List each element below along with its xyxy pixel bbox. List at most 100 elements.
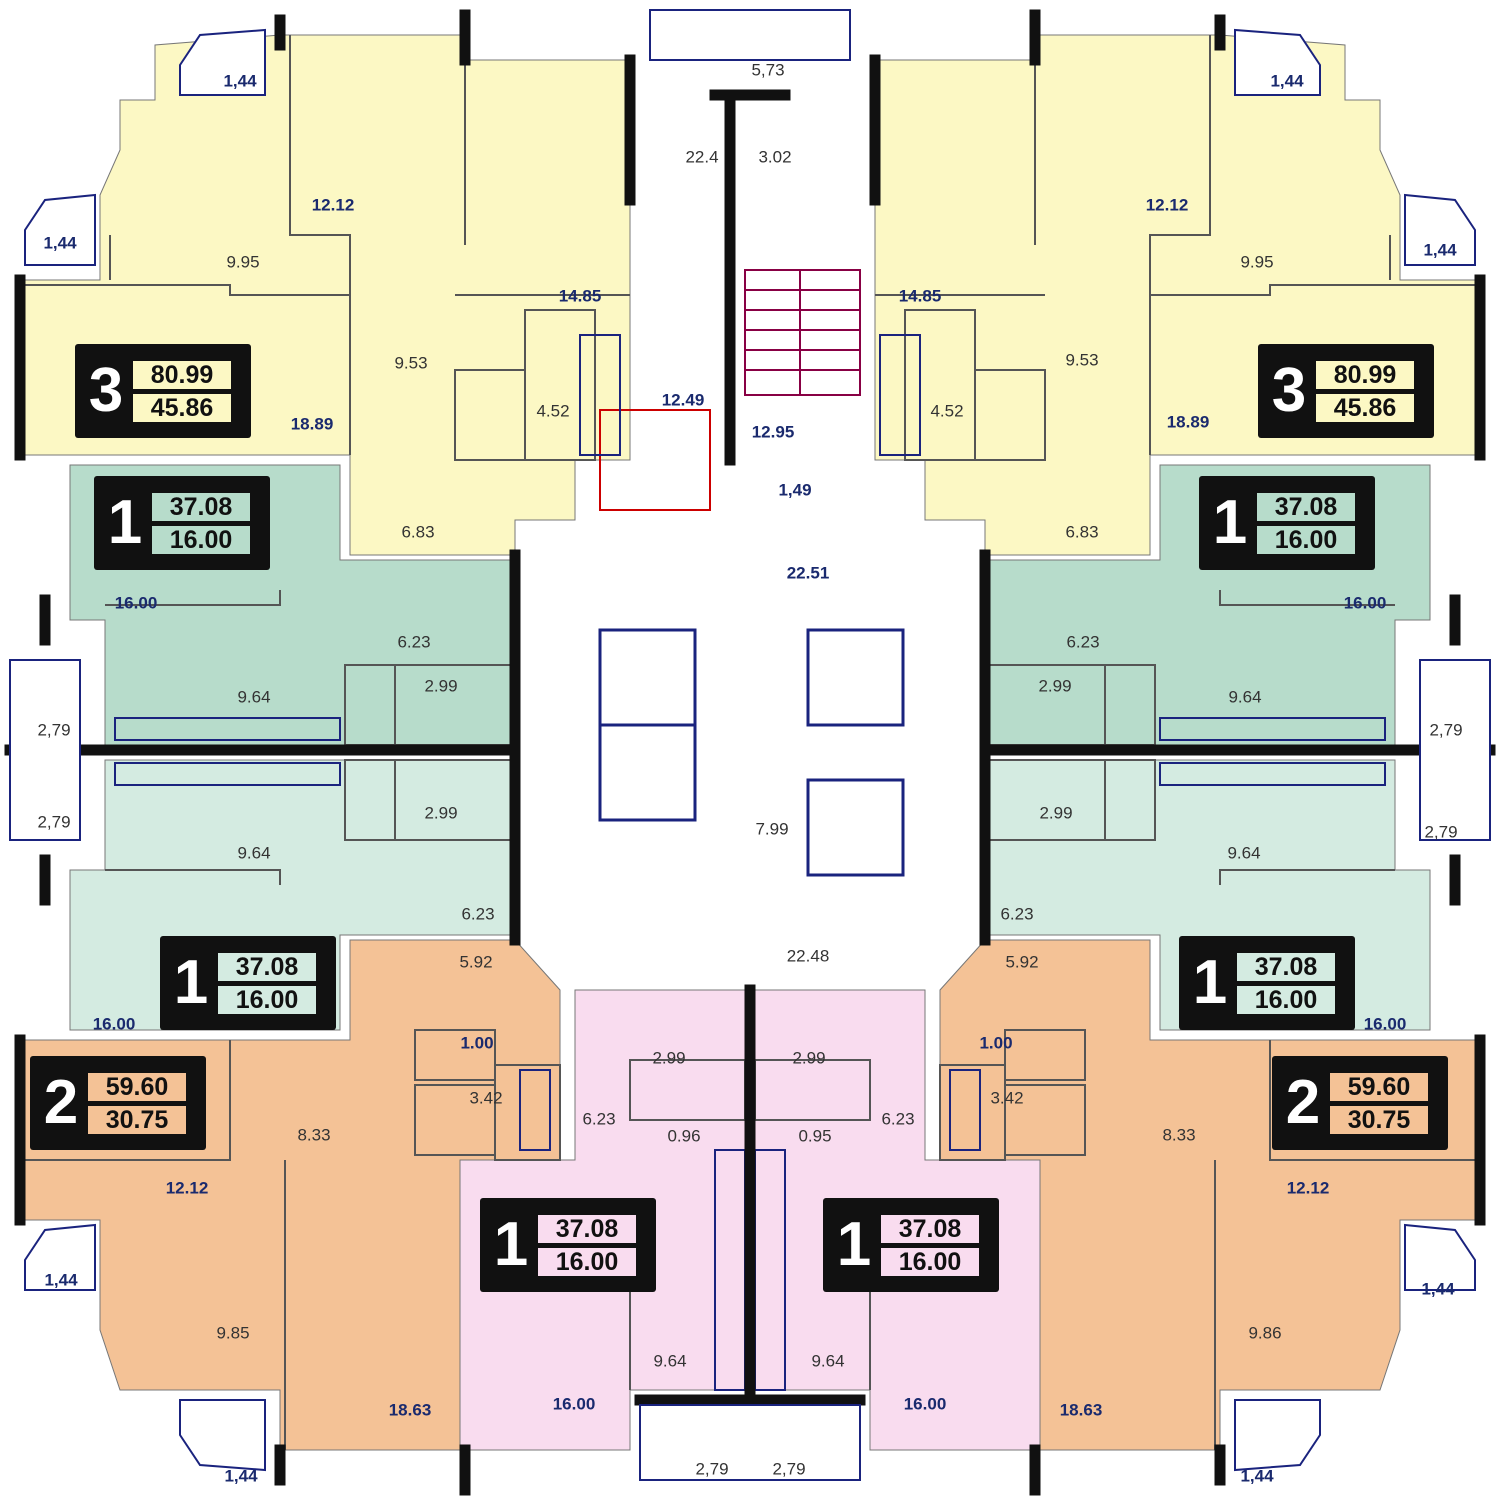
- room-label: 22.51: [786, 563, 830, 583]
- room-label: 12.12: [1286, 1178, 1330, 1198]
- room-label: 1,44: [1421, 1279, 1455, 1299]
- total-area: 80.99: [1316, 360, 1414, 389]
- room-label: 2.99: [652, 1048, 686, 1068]
- apartment-badge: 2 59.60 30.75: [30, 1056, 206, 1150]
- room-label: 2.99: [424, 803, 458, 823]
- total-area: 37.08: [538, 1214, 636, 1243]
- room-label: 1,44: [223, 71, 257, 91]
- room-label: 6.23: [397, 632, 431, 652]
- room-label: 8.33: [297, 1125, 331, 1145]
- room-label: 9.53: [1065, 350, 1099, 370]
- room-count: 1: [107, 488, 143, 557]
- room-label: 14.85: [558, 286, 602, 306]
- room-label: 14.85: [898, 286, 942, 306]
- room-label: 12.12: [165, 1178, 209, 1198]
- room-label: 1.00: [979, 1033, 1013, 1053]
- living-area: 30.75: [1330, 1105, 1428, 1134]
- room-label: 9.64: [237, 843, 271, 863]
- room-label: 18.89: [290, 414, 334, 434]
- room-label: 2,79: [1429, 720, 1463, 740]
- room-count: 1: [1212, 488, 1248, 557]
- room-count: 1: [1192, 948, 1228, 1017]
- room-label: 12.95: [751, 422, 795, 442]
- room-label: 2,79: [1424, 822, 1458, 842]
- living-area: 16.00: [218, 985, 316, 1014]
- room-label: 3.42: [469, 1088, 503, 1108]
- living-area: 16.00: [1257, 525, 1355, 554]
- room-label: 9.53: [394, 353, 428, 373]
- total-area: 37.08: [881, 1214, 979, 1243]
- room-label: 6.23: [1066, 632, 1100, 652]
- room-label: 9.95: [226, 252, 260, 272]
- room-label: 6.83: [401, 522, 435, 542]
- room-label: 16.00: [903, 1394, 947, 1414]
- room-label: 22.4: [685, 147, 719, 167]
- room-label: 6.23: [582, 1109, 616, 1129]
- room-count: 3: [88, 356, 124, 425]
- room-label: 18.63: [388, 1400, 432, 1420]
- room-label: 9.64: [1227, 843, 1261, 863]
- room-label: 16.00: [114, 593, 158, 613]
- living-area: 16.00: [881, 1247, 979, 1276]
- room-label: 22.48: [786, 946, 830, 966]
- room-label: 2.99: [1039, 803, 1073, 823]
- room-label: 6.23: [1000, 904, 1034, 924]
- room-label: 12.12: [1145, 195, 1189, 215]
- living-area: 16.00: [152, 525, 250, 554]
- total-area: 59.60: [88, 1072, 186, 1101]
- balconies: [9, 9, 1491, 1481]
- fixtures: [114, 334, 1386, 1391]
- room-label: 5,73: [751, 60, 785, 80]
- room-label: 8.33: [1162, 1125, 1196, 1145]
- elevator-core: [598, 628, 905, 877]
- room-label: 5.92: [1005, 952, 1039, 972]
- total-area: 37.08: [218, 952, 316, 981]
- room-label: 2.99: [424, 676, 458, 696]
- room-label: 3.42: [990, 1088, 1024, 1108]
- room-label: 1,44: [224, 1466, 258, 1486]
- room-label: 2,79: [772, 1459, 806, 1479]
- living-area: 30.75: [88, 1105, 186, 1134]
- room-label: 12.12: [311, 195, 355, 215]
- room-label: 7.99: [755, 819, 789, 839]
- room-count: 1: [493, 1210, 529, 1279]
- room-label: 18.63: [1059, 1400, 1103, 1420]
- room-label: 1,44: [43, 233, 77, 253]
- room-label: 1,44: [1270, 71, 1304, 91]
- room-label: 18.89: [1166, 412, 1210, 432]
- room-label: 1.00: [460, 1033, 494, 1053]
- room-label: 4.52: [930, 401, 964, 421]
- room-label: 9.64: [811, 1351, 845, 1371]
- room-label: 1,49: [778, 480, 812, 500]
- room-label: 16.00: [92, 1014, 136, 1034]
- room-count: 2: [1285, 1068, 1321, 1137]
- room-label: 0.96: [667, 1126, 701, 1146]
- room-count: 3: [1271, 356, 1307, 425]
- room-label: 1,44: [44, 1270, 78, 1290]
- room-label: 1,44: [1423, 240, 1457, 260]
- room-label: 16.00: [1343, 593, 1387, 613]
- walls: [4, 9, 1496, 1496]
- room-label: 16.00: [1363, 1014, 1407, 1034]
- room-label: 9.64: [653, 1351, 687, 1371]
- room-count: 2: [43, 1068, 79, 1137]
- apartment-badge: 1 37.08 16.00: [94, 476, 270, 570]
- room-label: 9.64: [1228, 687, 1262, 707]
- room-count: 1: [173, 948, 209, 1017]
- room-label: 5.92: [459, 952, 493, 972]
- room-label: 6.23: [461, 904, 495, 924]
- room-label: 9.64: [237, 687, 271, 707]
- room-label: 6.83: [1065, 522, 1099, 542]
- total-area: 37.08: [152, 492, 250, 521]
- room-label: 1,44: [1240, 1466, 1274, 1486]
- room-label: 2,79: [37, 720, 71, 740]
- room-label: 9.86: [1248, 1323, 1282, 1343]
- staircase: [744, 269, 861, 396]
- total-area: 80.99: [133, 360, 231, 389]
